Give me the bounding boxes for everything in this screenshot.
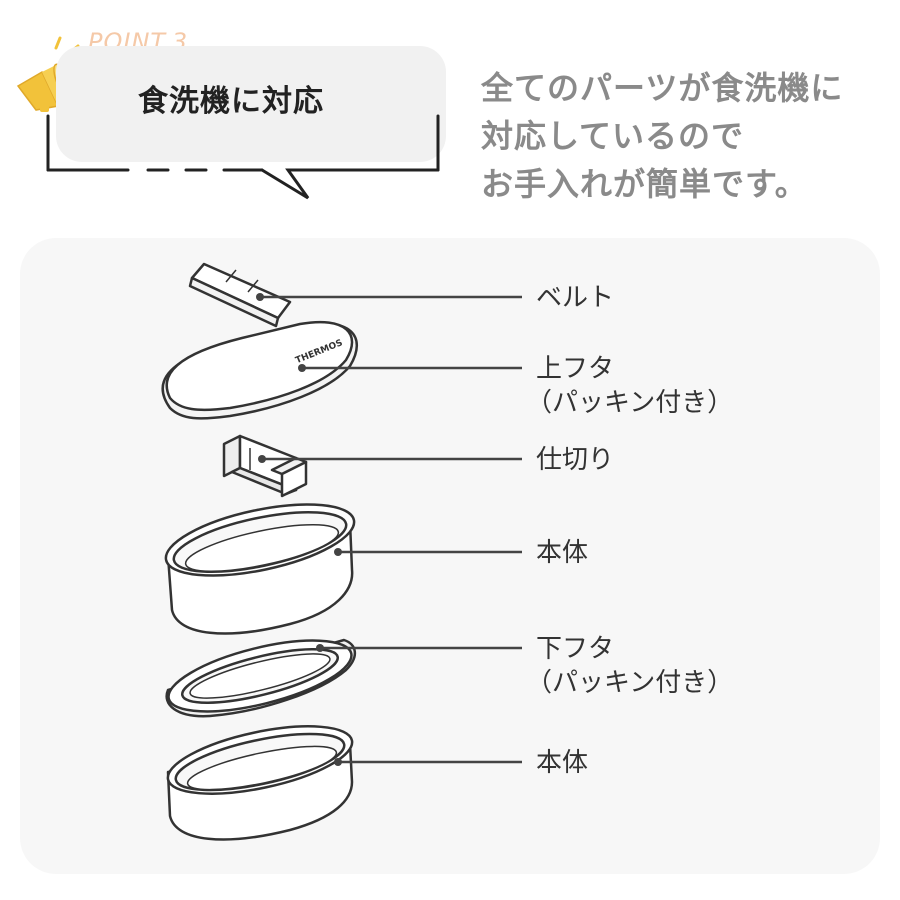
part-note: （パッキン付き） [526,388,734,418]
part-name: ベルト [536,283,615,313]
bubble-frame [46,114,440,200]
part-label-divider: 仕切り [536,443,614,477]
part-note: （パッキン付き） [526,668,734,698]
part-name: 上フタ [536,354,615,384]
part-name: 下フタ [536,634,615,664]
description-line: お手入れが簡単です。 [481,165,808,203]
lower-lid-illustration [165,638,356,718]
part-label-lower-lid: 下フタ （パッキン付き） [526,632,733,700]
part-label-body-lower: 本体 [536,746,588,780]
headline-bubble [56,46,446,162]
diagram-panel [20,238,880,874]
body-upper-illustration [164,503,356,635]
belt-illustration [188,262,292,328]
body-lower-illustration [166,725,354,841]
headline: 食洗機に対応 [138,84,324,119]
description-line: 対応しているので [481,117,745,155]
part-label-upper-lid: 上フタ （パッキン付き） [526,352,733,420]
divider-illustration [222,434,308,498]
part-name: 本体 [536,538,589,568]
part-label-body-upper: 本体 [536,536,588,570]
part-label-belt: ベルト [536,281,614,315]
description: 全てのパーツが食洗機に 対応しているので お手入れが簡単です。 [481,64,843,208]
description-line: 全てのパーツが食洗機に [481,69,844,107]
upper-lid-illustration: THERMOS [161,320,359,420]
part-name: 本体 [536,748,589,778]
part-name: 仕切り [536,445,615,475]
